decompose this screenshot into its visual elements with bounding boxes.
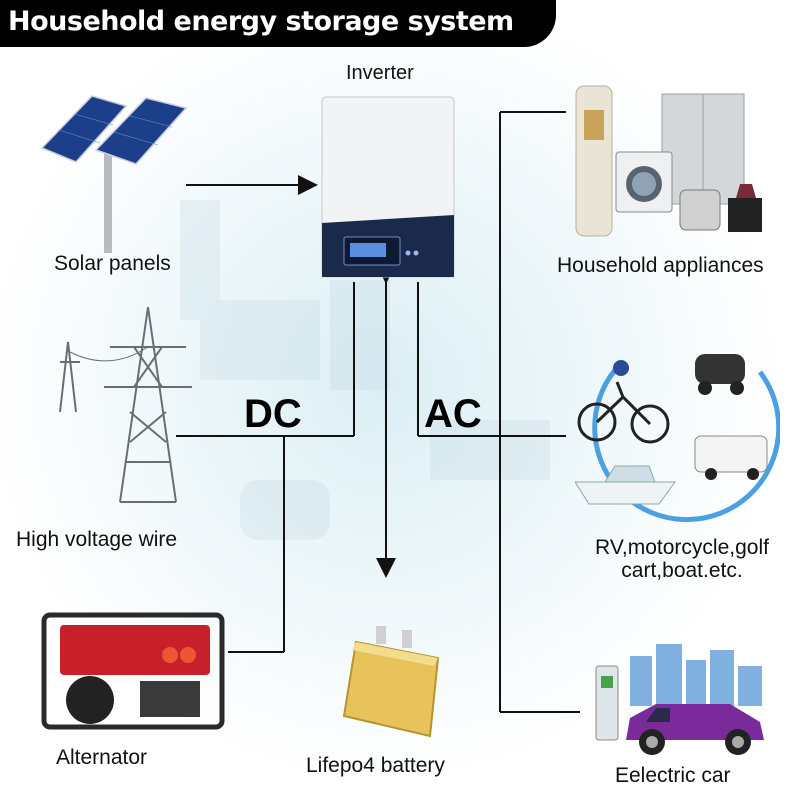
vehicles-label-line2: cart,boat.etc. xyxy=(621,559,743,582)
battery-illustration xyxy=(342,626,440,738)
solar-panels-illustration xyxy=(40,95,188,253)
household-appliances-illustration xyxy=(575,85,762,237)
vehicles-illustration xyxy=(575,354,780,523)
title-banner: Household energy storage system xyxy=(0,0,556,47)
page-title: Household energy storage system xyxy=(8,6,514,37)
high-voltage-wire-label: High voltage wire xyxy=(16,528,178,551)
battery-label: Lifepo4 battery xyxy=(306,754,445,777)
inverter-label: Inverter xyxy=(346,62,414,84)
ac-bus-label: AC xyxy=(424,392,482,436)
dc-bus-label: DC xyxy=(244,392,302,436)
alternator-label: Alternator xyxy=(56,746,148,769)
electric-car-illustration xyxy=(595,644,764,755)
alternator-illustration xyxy=(41,612,225,730)
vehicles-label-line1: RV,motorcycle,golf xyxy=(595,536,769,559)
solar-panels-label: Solar panels xyxy=(54,252,171,275)
household-appliances-label: Household appliances xyxy=(557,254,764,277)
inverter-illustration xyxy=(321,96,455,278)
vehicles-label: RV,motorcycle,golf cart,boat.etc. xyxy=(572,536,792,582)
electric-car-label: Eelectric car xyxy=(615,764,731,787)
high-voltage-tower-illustration xyxy=(59,306,192,503)
